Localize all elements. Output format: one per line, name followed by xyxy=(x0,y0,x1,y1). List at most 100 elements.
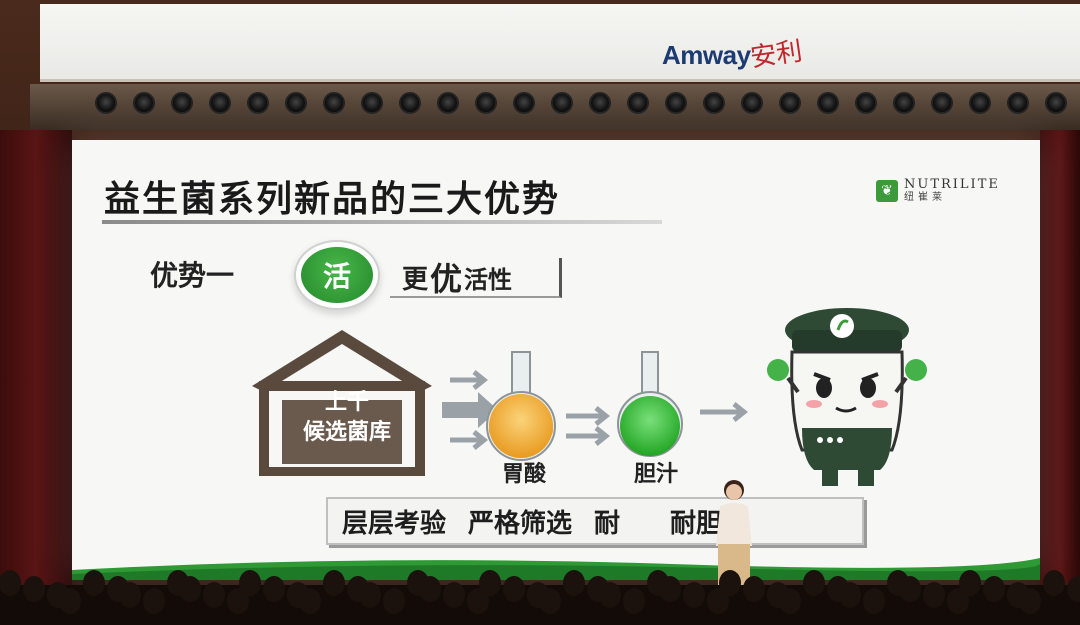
better-part1: 更 xyxy=(402,264,429,295)
stage-light xyxy=(1007,92,1029,114)
key-char-badge: 活 xyxy=(294,240,380,310)
audience-head xyxy=(899,576,921,602)
better-activity-box: 更 优 活性 xyxy=(390,258,562,298)
audience-head xyxy=(179,576,201,602)
projection-screen: 益生菌系列新品的三大优势 ❦ NUTRILITE 纽崔莱 优势一 活 更 优 活… xyxy=(72,140,1040,580)
audience-head xyxy=(59,588,81,614)
stage-light xyxy=(551,92,573,114)
bile-label: 胆汁 xyxy=(634,462,679,487)
better-part2: 优 xyxy=(430,260,463,298)
audience-head xyxy=(863,588,885,614)
stage-light xyxy=(741,92,763,114)
audience-head xyxy=(563,570,585,596)
audience-head xyxy=(803,570,825,596)
audience-head xyxy=(383,588,405,614)
audience-head xyxy=(359,582,381,608)
stage-light xyxy=(133,92,155,114)
stage-light xyxy=(893,92,915,114)
big-arrow-icon xyxy=(442,392,498,428)
leaf-icon: ❦ xyxy=(876,179,898,202)
stage-light xyxy=(589,92,611,114)
stage-light xyxy=(1045,92,1067,114)
audience-head xyxy=(659,576,681,602)
stage-light xyxy=(703,92,725,114)
stage-light xyxy=(285,92,307,114)
phrase-2: 严格筛选 xyxy=(468,508,573,539)
bottom-summary-box: 层层考验 严格筛选 耐 耐胆汁 xyxy=(326,497,864,545)
amway-logo: Amway xyxy=(662,40,751,70)
audience-head xyxy=(599,582,621,608)
advantage-label: 优势一 xyxy=(150,259,235,292)
stage-light xyxy=(95,92,117,114)
arrow-icon xyxy=(566,406,611,446)
audience-head xyxy=(623,588,645,614)
title-underline xyxy=(102,220,662,224)
stage-light xyxy=(437,92,459,114)
audience-head xyxy=(299,588,321,614)
bile-flask-icon xyxy=(617,351,683,457)
audience-head xyxy=(959,570,981,596)
house-label: 上千 候选菌库 xyxy=(282,388,412,448)
curtain-right xyxy=(1040,130,1080,600)
curtain-left xyxy=(0,130,72,600)
audience-head xyxy=(263,576,285,602)
stomach-acid-flask-icon xyxy=(486,351,556,461)
audience xyxy=(0,570,1080,625)
stage-light xyxy=(361,92,383,114)
stage-light xyxy=(665,92,687,114)
stage-light xyxy=(627,92,649,114)
audience-head xyxy=(719,570,741,596)
stage-light xyxy=(969,92,991,114)
audience-head xyxy=(503,576,525,602)
audience-head xyxy=(419,576,441,602)
audience-head xyxy=(203,582,225,608)
audience-head xyxy=(323,570,345,596)
stage-light xyxy=(247,92,269,114)
stage-light xyxy=(323,92,345,114)
audience-head xyxy=(443,582,465,608)
audience-head xyxy=(83,570,105,596)
amway-chinese-logo: 安利 xyxy=(748,36,805,74)
probiotic-mascot xyxy=(767,308,927,486)
audience-head xyxy=(707,588,729,614)
slide-title: 益生菌系列新品的三大优势 xyxy=(104,179,561,220)
audience-head xyxy=(743,576,765,602)
stage-light xyxy=(475,92,497,114)
house-label-line1: 上千 xyxy=(324,390,369,415)
house-label-line2: 候选菌库 xyxy=(302,420,391,445)
audience-head xyxy=(1067,576,1080,602)
audience-head xyxy=(839,582,861,608)
audience-head xyxy=(239,570,261,596)
audience-head xyxy=(1043,570,1065,596)
better-part3: 活性 xyxy=(464,265,513,294)
audience-head xyxy=(947,588,969,614)
green-wave-decoration xyxy=(72,558,1040,580)
audience-head xyxy=(23,576,45,602)
stage-light xyxy=(931,92,953,114)
nutrilite-en: NUTRILITE xyxy=(904,177,1000,192)
audience-head xyxy=(1019,588,1041,614)
audience-head xyxy=(983,576,1005,602)
audience-head xyxy=(479,570,501,596)
stage-light xyxy=(171,92,193,114)
house-icon xyxy=(252,330,432,476)
stage-light xyxy=(855,92,877,114)
key-char: 活 xyxy=(301,247,373,303)
stage-light xyxy=(817,92,839,114)
audience-head xyxy=(467,588,489,614)
stage-lights xyxy=(95,92,1075,122)
stage-light xyxy=(399,92,421,114)
audience-head xyxy=(539,588,561,614)
nutrilite-logo: ❦ NUTRILITE 纽崔莱 xyxy=(876,178,1000,203)
arrow-icon xyxy=(700,402,749,422)
phrase-1: 层层考验 xyxy=(342,508,447,539)
stage-light xyxy=(209,92,231,114)
top-banner: Amway 安利 xyxy=(40,4,1080,82)
audience-head xyxy=(923,582,945,608)
audience-head xyxy=(119,582,141,608)
audience-head xyxy=(683,582,705,608)
audience-head xyxy=(227,588,249,614)
audience-head xyxy=(779,588,801,614)
process-flow xyxy=(442,351,749,461)
audience-head xyxy=(0,570,21,596)
